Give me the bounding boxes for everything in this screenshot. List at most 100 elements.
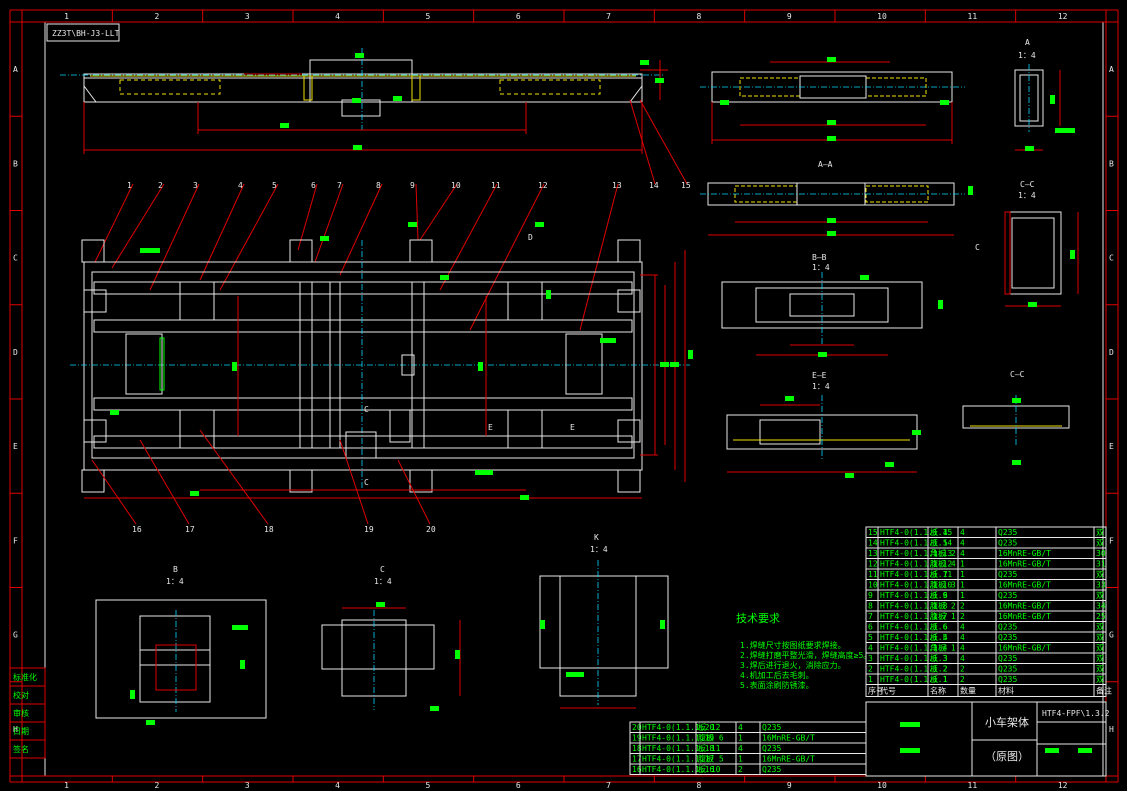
balloon-number: 20 — [426, 525, 436, 534]
svg-text:A—A: A—A — [818, 160, 833, 169]
balloon-number: 18 — [264, 525, 274, 534]
bom-cell: 板 7 — [930, 569, 948, 579]
grid-row-label: C — [1109, 254, 1114, 263]
bom-cell: HTF4-0(1.1.1.7 — [880, 612, 948, 621]
svg-text:E: E — [570, 423, 575, 432]
tech-note: 1.焊缝尺寸按图纸要求焊接。 — [740, 640, 846, 650]
bom-cell: HTF4-0(1.1.1.8 — [880, 602, 948, 611]
bom-cell: HTF4-0(1.1.1.12 — [880, 560, 952, 569]
bom-cell: 4 — [960, 539, 965, 548]
bom-cell: 19 — [632, 734, 642, 743]
bom-cell: 1 — [868, 675, 873, 684]
bom-cell: 20 — [632, 723, 642, 732]
grid-row-label: B — [13, 159, 18, 168]
grid-col-label: 8 — [697, 781, 702, 790]
bom-cell: 双 — [1096, 633, 1104, 642]
bom-cell: Q235 — [762, 723, 781, 732]
svg-text:1：4: 1：4 — [812, 382, 830, 391]
balloon-number: 19 — [364, 525, 374, 534]
balloon-number: 6 — [311, 181, 316, 190]
bom-cell: 33 — [1096, 581, 1106, 590]
bom-cell: 13 — [868, 549, 878, 558]
bom-cell: 1 — [738, 755, 743, 764]
balloon-number: 1 — [127, 181, 132, 190]
bom-cell: 板 4 — [930, 527, 948, 537]
bom-cell: 双 — [1096, 644, 1104, 653]
bom-cell: 16MnRE-GB/T — [762, 734, 815, 743]
grid-row-label: E — [13, 442, 18, 451]
grid-col-label: 6 — [516, 12, 521, 21]
bom-cell: 板 4 — [930, 632, 948, 642]
bom-cell: Q235 — [762, 744, 781, 753]
grid-col-label: 12 — [1058, 12, 1068, 21]
bom-cell: HTF4-0(1.1.1.2 — [880, 665, 948, 674]
bom-cell: Q235 — [762, 765, 781, 774]
bom-cell: Q235 — [998, 539, 1017, 548]
bom-cell: 16MnRE-GB/T — [998, 644, 1051, 653]
grid-col-label: 11 — [968, 781, 978, 790]
grid-col-label: 5 — [426, 12, 431, 21]
bom-cell: Q235 — [998, 675, 1017, 684]
svg-text:C: C — [975, 243, 980, 252]
balloon-number: 15 — [681, 181, 691, 190]
balloon-number: 5 — [272, 181, 277, 190]
bom-cell: 双 — [1096, 623, 1104, 632]
bom-cell: 4 — [960, 549, 965, 558]
grid-row-label: F — [13, 536, 18, 545]
grid-col-label: 8 — [697, 12, 702, 21]
svg-text:1：4: 1：4 — [374, 577, 392, 586]
grid-col-label: 11 — [968, 12, 978, 21]
grid-col-label: 12 — [1058, 781, 1068, 790]
bom-cell: 17 — [632, 755, 642, 764]
svg-text:B—B: B—B — [812, 253, 827, 262]
bom-cell: 1 — [960, 581, 965, 590]
bom-cell: 12 — [868, 560, 878, 569]
bom-cell: 2 — [960, 602, 965, 611]
bom-cell: 腹板 5 — [698, 754, 724, 764]
bom-cell: 9 — [868, 591, 873, 600]
bom-cell: 2 — [960, 612, 965, 621]
svg-text:C: C — [364, 405, 369, 414]
grid-row-label: C — [13, 254, 18, 263]
bom-cell: 6 — [868, 623, 873, 632]
svg-text:B: B — [173, 565, 178, 574]
bom-cell: 2 — [868, 665, 873, 674]
grid-row-label: D — [1109, 348, 1114, 357]
bom-cell: 16MnRE-GB/T — [998, 612, 1051, 621]
detail-view-c: C 1：4 — [321, 565, 461, 711]
bom-cell: 1 — [738, 734, 743, 743]
bom-cell: 5 — [868, 633, 873, 642]
balloon-number: 17 — [185, 525, 195, 534]
svg-text:K: K — [594, 533, 599, 542]
balloon-number: 8 — [376, 181, 381, 190]
bom-header-cell: 名称 — [930, 686, 946, 696]
tech-note: 3.焊后进行退火，消除应力。 — [740, 660, 846, 670]
bom-cell: 双 — [1096, 665, 1104, 674]
balloon-number: 9 — [410, 181, 415, 190]
grid-col-label: 1 — [64, 12, 69, 21]
grid-row-label: A — [1109, 65, 1114, 74]
grid-col-label: 2 — [155, 781, 160, 790]
grid-col-label: 10 — [877, 12, 887, 21]
bom-cell: 3 — [868, 654, 873, 663]
bom-cell: 1 — [960, 560, 965, 569]
svg-text:1：4: 1：4 — [590, 545, 608, 554]
grid-col-label: 7 — [606, 12, 611, 21]
bom-cell: 腹板 4 — [930, 559, 956, 569]
bom-cell: 2 — [960, 675, 965, 684]
bom-cell: 14 — [868, 539, 878, 548]
bom-cell: 11 — [868, 570, 878, 579]
approval-label: 标准化 — [13, 672, 37, 682]
bom-cell: HTF4-0(1.1.1.17 — [642, 755, 714, 764]
grid-col-label: 1 — [64, 781, 69, 790]
grid-col-label: 9 — [787, 12, 792, 21]
bom-cell: HTF4-0(1.1.1.4 — [880, 644, 948, 653]
svg-text:1：4: 1：4 — [1018, 191, 1036, 200]
drawing-subtitle: （原图） — [985, 750, 1029, 763]
bom-cell: Q235 — [998, 633, 1017, 642]
